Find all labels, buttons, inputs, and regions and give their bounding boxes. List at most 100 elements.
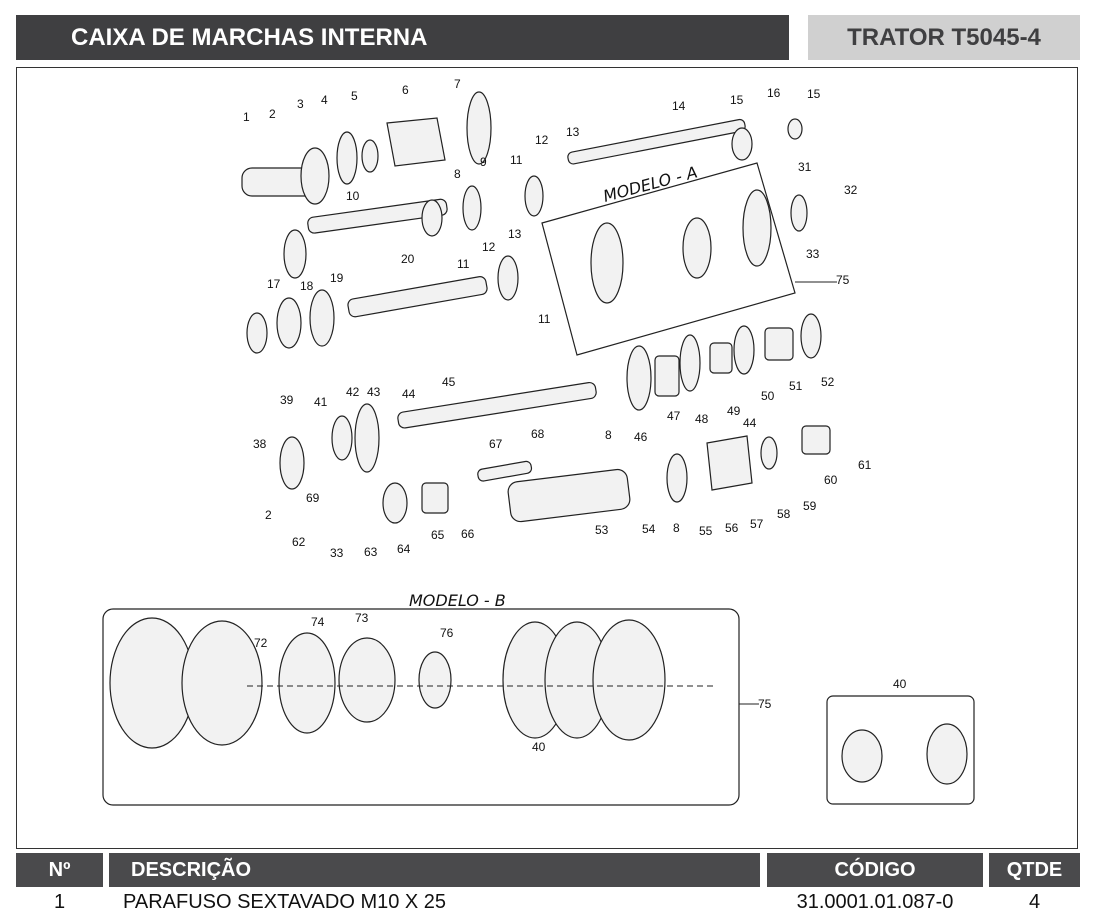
carrier-model-b <box>338 637 396 723</box>
gear-part-64 <box>382 482 408 524</box>
model-b-panel <box>102 608 740 806</box>
callout-32: 32 <box>844 183 858 197</box>
callout-8: 8 <box>454 167 461 181</box>
carrier-model-a <box>682 217 712 279</box>
callout-11: 11 <box>538 312 551 326</box>
callout-15: 15 <box>807 87 821 101</box>
bearing-part-8b <box>283 229 307 279</box>
callout-42: 42 <box>346 385 360 399</box>
gear-part-52 <box>800 313 822 359</box>
callout-49: 49 <box>727 404 741 418</box>
model-a-label: MODELO - A <box>601 162 699 205</box>
callout-63: 63 <box>364 545 378 559</box>
callout-72: 72 <box>254 636 268 650</box>
callout-45: 45 <box>442 375 456 389</box>
bearing-part-12b <box>497 255 519 301</box>
bearing-part-12 <box>524 175 544 217</box>
column-header-number: Nº <box>16 853 103 887</box>
callout-56: 56 <box>725 521 739 535</box>
flange-part-3 <box>300 147 330 205</box>
ring-part-58 <box>760 436 778 470</box>
callout-20: 20 <box>401 252 415 266</box>
gear-part-43 <box>354 403 380 473</box>
cover-part-39 <box>279 436 305 490</box>
sleeve-part-47 <box>654 355 680 397</box>
callout-61: 61 <box>858 458 872 472</box>
callout-2: 2 <box>265 508 272 522</box>
callout-10: 10 <box>346 189 360 203</box>
callout-8: 8 <box>605 428 612 442</box>
callout-75: 75 <box>836 273 850 287</box>
column-header-description: DESCRIÇÃO <box>109 853 760 887</box>
gear-part-48 <box>679 334 701 392</box>
callout-62: 62 <box>292 535 306 549</box>
cover-model-b <box>592 619 666 741</box>
pin-part-67 <box>477 460 533 482</box>
callout-31: 31 <box>798 160 812 174</box>
bearing-part-42 <box>331 415 353 461</box>
table-cell-description: PARAFUSO SEXTAVADO M10 X 25 <box>123 891 447 913</box>
callout-6: 6 <box>402 83 409 97</box>
callout-48: 48 <box>695 412 709 426</box>
kit-40-plate <box>841 729 883 783</box>
kit-40-ring <box>926 723 968 785</box>
callout-19: 19 <box>330 271 344 285</box>
callout-5: 5 <box>351 89 358 103</box>
callout-52: 52 <box>821 375 835 389</box>
callout-14: 14 <box>672 99 686 113</box>
callout-66: 66 <box>461 527 475 541</box>
callout-59: 59 <box>803 499 817 513</box>
gear-part-14 <box>731 127 753 161</box>
bearing-part-5 <box>361 139 379 173</box>
callout-2: 2 <box>269 107 276 121</box>
sleeve-part-49 <box>709 342 733 374</box>
shaft-part-20 <box>347 276 488 318</box>
cover-model-a <box>742 189 772 267</box>
callout-44: 44 <box>743 416 757 430</box>
section-title: CAIXA DE MARCHAS INTERNA <box>16 15 789 60</box>
callout-65: 65 <box>431 528 445 542</box>
callout-11: 11 <box>457 257 470 271</box>
callout-74: 74 <box>311 615 325 629</box>
housing-part-6 <box>386 117 446 167</box>
sleeve-part-51 <box>764 327 794 361</box>
callout-33: 33 <box>330 546 344 560</box>
callout-13: 13 <box>566 125 580 139</box>
sleeve-part-60 <box>801 425 831 455</box>
callout-64: 64 <box>397 542 411 556</box>
support-part-55 <box>706 435 753 491</box>
callout-17: 17 <box>267 277 281 291</box>
column-header-quantity: QTDE <box>989 853 1080 887</box>
callout-13: 13 <box>508 227 522 241</box>
callout-75: 75 <box>758 697 772 711</box>
callout-50: 50 <box>761 389 775 403</box>
ring-gear-model-b <box>181 620 263 746</box>
bearing-part-8c <box>666 453 688 503</box>
callout-39: 39 <box>280 393 294 407</box>
callout-67: 67 <box>489 437 503 451</box>
gear-part-50 <box>733 325 755 375</box>
shaft-part-14 <box>567 118 746 165</box>
shaft-part-9 <box>307 198 448 234</box>
table-cell-code: 31.0001.01.087-0 <box>796 891 954 913</box>
callout-51: 51 <box>789 379 803 393</box>
callout-46: 46 <box>634 430 648 444</box>
callout-58: 58 <box>777 507 791 521</box>
callout-55: 55 <box>699 524 713 538</box>
gasket-part-7 <box>466 91 492 165</box>
plate-model-b <box>278 632 336 734</box>
table-cell-quantity: 4 <box>1028 891 1041 913</box>
callout-73: 73 <box>355 611 369 625</box>
model-b-label: MODELO - B <box>409 591 506 610</box>
callout-1: 1 <box>243 110 250 124</box>
callout-12: 12 <box>535 133 549 147</box>
gear-part-17 <box>246 312 268 354</box>
callout-76: 76 <box>440 626 454 640</box>
callout-18: 18 <box>300 279 314 293</box>
callout-43: 43 <box>367 385 381 399</box>
callout-68: 68 <box>531 427 545 441</box>
column-header-code: CÓDIGO <box>767 853 983 887</box>
callout-7: 7 <box>454 77 461 91</box>
